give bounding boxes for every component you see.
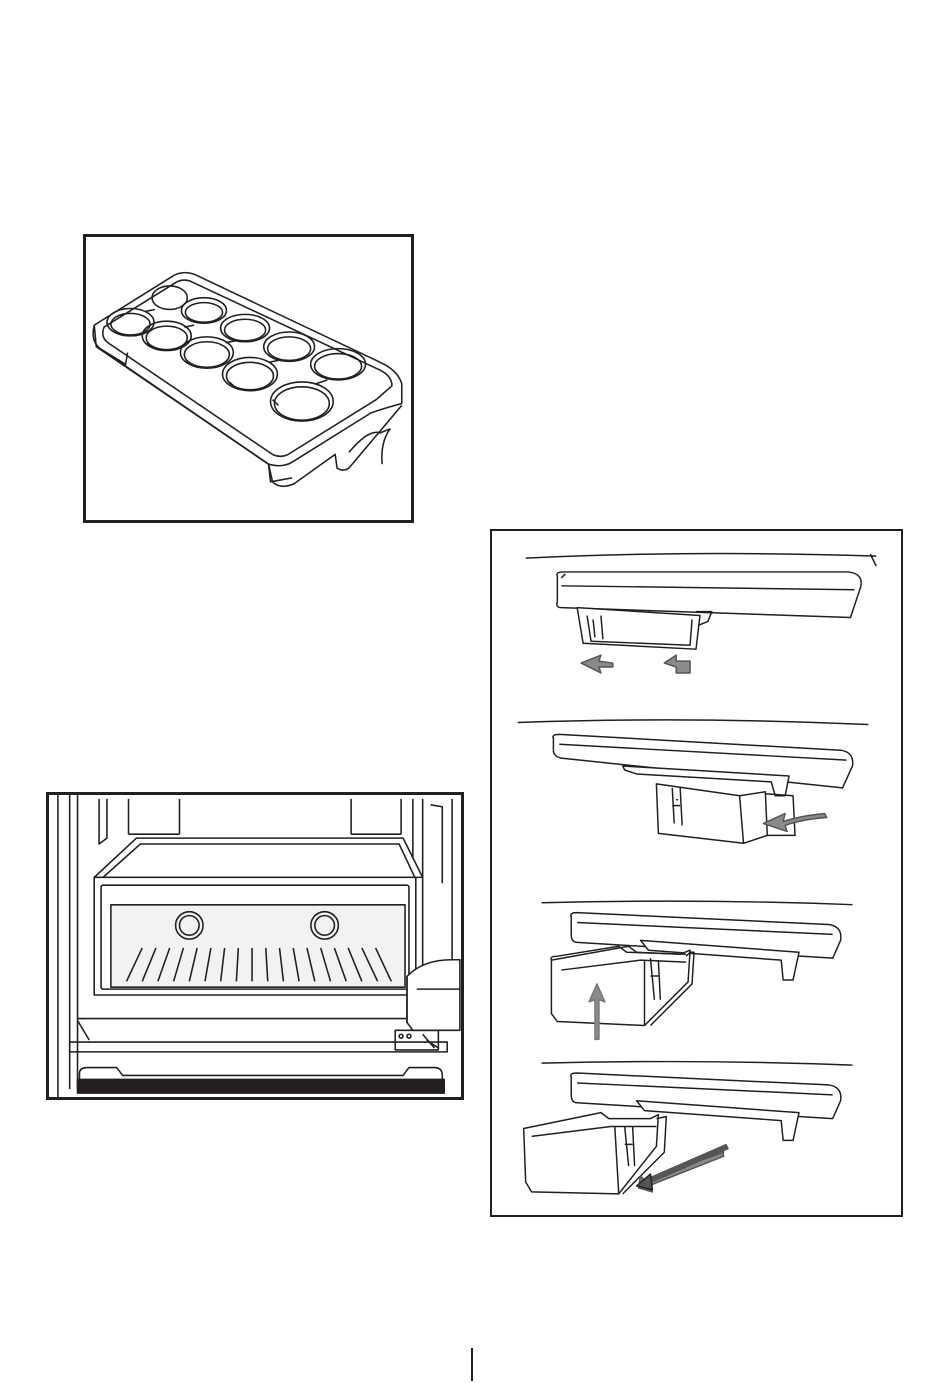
egg-tray-icon [86,237,411,520]
freezer-compartment-figure [46,792,464,1100]
page-number-divider [471,1348,473,1381]
step-4-illustration [524,1062,853,1194]
egg-tray-figure [83,234,414,523]
step-1-illustration [526,554,877,673]
freezer-drawer-icon [49,795,461,1097]
door-bin-installation-icon [492,531,901,1215]
step-3-illustration [542,901,853,1039]
door-bin-steps-figure [490,529,903,1217]
step-2-illustration [518,720,869,843]
